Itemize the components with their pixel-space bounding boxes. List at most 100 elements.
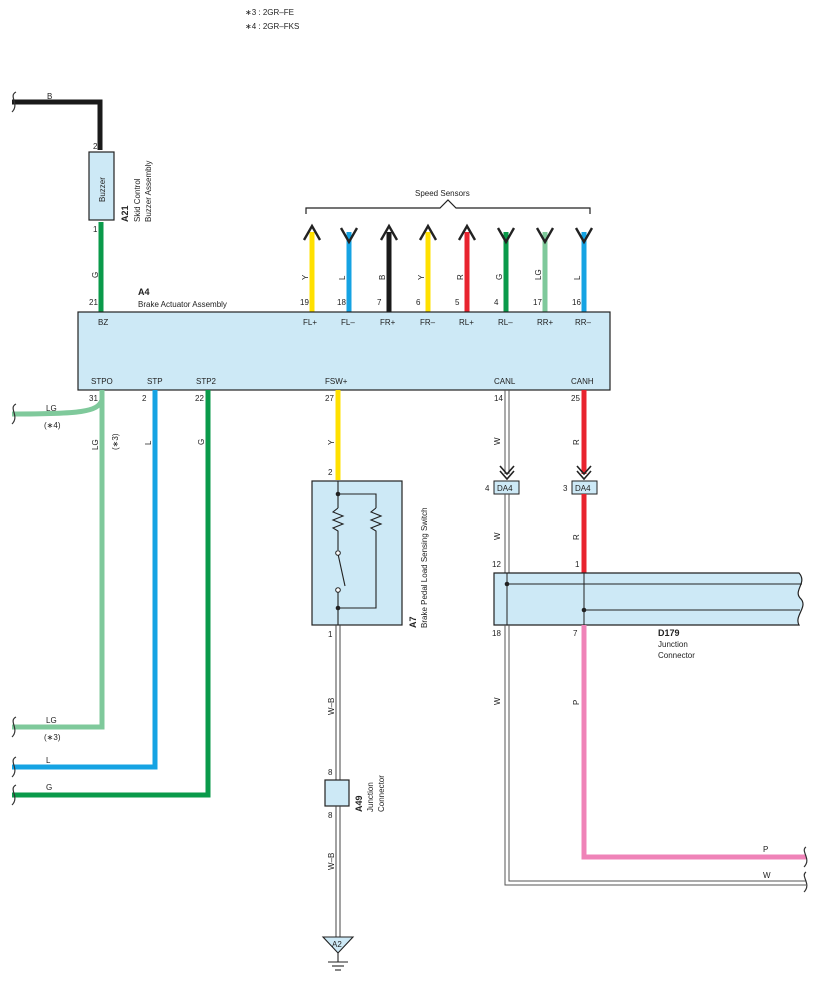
wire-label-wb-1: W–B xyxy=(327,698,336,715)
speed-sensors-title: Speed Sensors xyxy=(415,189,470,198)
wire-label-b-top: B xyxy=(47,92,52,101)
ground-label: A2 xyxy=(332,940,342,949)
actuator-pin-label-top: BZ xyxy=(98,318,108,327)
wire-label-wb-2: W–B xyxy=(327,853,336,870)
a49-connector-body xyxy=(324,779,350,807)
switch-node-bottom xyxy=(335,605,341,611)
switch-internal-circuit xyxy=(331,481,383,625)
buzzer-pin-2: 2 xyxy=(93,142,98,151)
d179-connector-body xyxy=(493,572,804,626)
sensor-arrow-icon xyxy=(379,223,399,241)
wire-label-p-d179: P xyxy=(572,700,581,705)
sensor-arrow-icon xyxy=(574,227,594,245)
d179-code: D179 xyxy=(658,628,680,638)
wire-label-w-right: W xyxy=(763,871,771,880)
sensor-arrow-icon xyxy=(302,223,322,241)
brake-pedal-switch-body xyxy=(311,480,403,626)
sensor-pin-number: 17 xyxy=(533,298,542,307)
a49-pin-bottom: 8 xyxy=(328,811,333,820)
actuator-pin-label-top: FL– xyxy=(341,318,355,327)
actuator-pin-number-bottom: 14 xyxy=(494,394,503,403)
wire-label-g-stp2: G xyxy=(197,439,206,445)
switch-pin-1: 1 xyxy=(328,630,333,639)
sensor-wire-color-label: L xyxy=(573,275,582,280)
actuator-pin-number-bz: 21 xyxy=(89,298,98,307)
wire-label-lg-left-2: LG xyxy=(46,716,57,725)
sensor-wire-color-label: Y xyxy=(301,274,310,280)
actuator-pin-number-bottom: 27 xyxy=(325,394,334,403)
da4-pin-canh: 3 xyxy=(563,484,568,493)
ground-triangle xyxy=(321,936,355,954)
switch-contact-1 xyxy=(335,550,341,556)
actuator-pin-label-bottom: FSW+ xyxy=(325,377,348,386)
actuator-pin-label-top: RR– xyxy=(575,318,592,327)
sensor-pin-number: 19 xyxy=(300,298,309,307)
a49-code: A49 xyxy=(354,795,364,812)
actuator-code: A4 xyxy=(138,287,150,297)
brake-actuator-body xyxy=(77,311,611,391)
actuator-pin-label-bottom: STPO xyxy=(91,377,113,386)
wire-note-lg-left-2: (∗3) xyxy=(44,733,61,742)
break-mark-lg-1 xyxy=(11,403,17,425)
actuator-pin-label-top: RR+ xyxy=(537,318,554,327)
wire-label-l-stp: L xyxy=(144,440,153,445)
buzzer-name-1: Skid Control xyxy=(133,178,142,222)
a49-name-2: Connector xyxy=(377,775,386,812)
wire-w-da4-to-d179 xyxy=(504,494,510,573)
sensor-wire-color-label: B xyxy=(378,275,387,280)
speed-sensors-brace xyxy=(305,199,591,214)
wire-label-r-canh: R xyxy=(572,439,581,445)
sensor-arrow-icon xyxy=(339,227,359,245)
buzzer-body xyxy=(88,151,115,221)
break-mark-b xyxy=(11,91,17,113)
wire-lg-stpo xyxy=(12,390,105,730)
actuator-pin-number-bottom: 31 xyxy=(89,394,98,403)
actuator-pin-label-top: FL+ xyxy=(303,318,317,327)
d179-pin-18: 18 xyxy=(492,629,501,638)
sensor-pin-number: 6 xyxy=(416,298,421,307)
d179-node-canl xyxy=(504,581,510,587)
d179-name-1: Junction xyxy=(658,640,688,649)
wire-w-canl-top xyxy=(504,390,510,474)
sensor-wire-color-label: LG xyxy=(534,269,543,280)
buzzer-pin-1: 1 xyxy=(93,225,98,234)
wire-p-d179-exit xyxy=(581,625,806,860)
switch-contact-2 xyxy=(335,587,341,593)
da4-label-canl: DA4 xyxy=(497,484,513,493)
da4-label-canh: DA4 xyxy=(575,484,591,493)
sensor-pin-number: 4 xyxy=(494,298,499,307)
a49-name-1: Junction xyxy=(366,782,375,812)
actuator-pin-label-bottom: STP xyxy=(147,377,163,386)
wire-wb-switch-to-a49 xyxy=(335,625,341,780)
wire-label-w-d179-in: W xyxy=(493,532,502,540)
switch-node-top xyxy=(335,491,341,497)
sensor-arrow-icon xyxy=(535,227,555,245)
wire-label-g-left: G xyxy=(46,783,52,792)
break-mark-g xyxy=(11,784,17,806)
sensor-pin-number: 18 xyxy=(337,298,346,307)
actuator-pin-label-bottom: CANH xyxy=(571,377,594,386)
actuator-pin-number-bottom: 22 xyxy=(195,394,204,403)
d179-bus-lines xyxy=(506,573,802,625)
d179-pin-12: 12 xyxy=(492,560,501,569)
actuator-pin-label-top: RL+ xyxy=(459,318,474,327)
wire-w-d179-exit xyxy=(504,625,806,886)
sensor-wire-color-label: R xyxy=(456,274,465,280)
switch-name: Brake Pedal Load Sensing Switch xyxy=(420,507,429,628)
buzzer-name-2: Buzzer Assembly xyxy=(144,161,153,222)
switch-code: A7 xyxy=(408,616,418,628)
actuator-name: Brake Actuator Assembly xyxy=(138,300,227,309)
wire-label-lg-left-1: LG xyxy=(46,404,57,413)
actuator-pin-label-top: FR+ xyxy=(380,318,396,327)
wire-label-r-d179-in: R xyxy=(572,534,581,540)
wire-label-w-canl: W xyxy=(493,437,502,445)
switch-pin-2: 2 xyxy=(328,468,333,477)
break-mark-w-right xyxy=(803,871,808,893)
buzzer-label: Buzzer xyxy=(98,177,107,202)
actuator-pin-label-bottom: CANL xyxy=(494,377,516,386)
actuator-pin-number-bottom: 25 xyxy=(571,394,580,403)
a49-pin-top: 8 xyxy=(328,768,333,777)
actuator-pin-number-bottom: 2 xyxy=(142,394,147,403)
